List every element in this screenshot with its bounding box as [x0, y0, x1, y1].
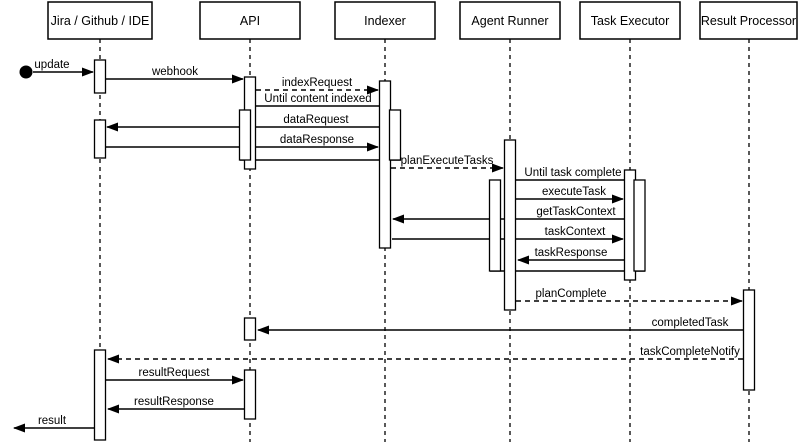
message-label-dataResponse: dataResponse: [280, 134, 354, 146]
actor-label-api: API: [240, 14, 260, 28]
message-update-arrowhead: [82, 67, 94, 77]
message-resultRequest-arrowhead: [232, 375, 244, 385]
actor-box-jira: [47, 1, 153, 40]
activation-bar-jira: [93, 349, 107, 441]
actor-label-result: Result Processor: [701, 14, 796, 28]
actor-label-task: Task Executor: [591, 14, 670, 28]
actor-box-task: [579, 1, 681, 40]
activation-bar-api: [243, 317, 257, 341]
message-label-indexRequest: indexRequest: [282, 77, 353, 89]
activation-bar-nested-api: [238, 109, 252, 161]
message-dataResponse-arrowhead: [367, 142, 379, 152]
message-executeTask-arrowhead: [612, 194, 624, 204]
message-taskCompleteNotify-arrowhead: [107, 354, 119, 364]
message-getTaskContext-arrowhead: [392, 214, 404, 224]
activation-bar-nested-agent: [488, 179, 502, 272]
message-label-taskResponse: taskResponse: [535, 247, 608, 259]
message-resultResponse-arrowhead: [107, 404, 119, 414]
loop-label: Until content indexed: [264, 93, 371, 105]
start-node-icon: [19, 65, 33, 79]
message-indexRequest-arrowhead: [367, 85, 379, 95]
message-taskContext-arrowhead: [612, 234, 624, 244]
message-planComplete-arrowhead: [731, 296, 743, 306]
actor-box-agent: [459, 1, 561, 40]
activations-layer: [93, 59, 756, 441]
message-completedTask-arrowhead: [257, 325, 269, 335]
message-label-completedTask: completedTask: [652, 317, 729, 329]
message-label-planComplete: planComplete: [536, 288, 607, 300]
activation-bar-agent: [503, 139, 517, 311]
message-label-taskCompleteNotify: taskCompleteNotify: [640, 346, 740, 358]
message-label-webhook: webhook: [151, 66, 198, 78]
activation-bar-indexer: [378, 80, 392, 249]
actor-box-result: [699, 1, 798, 40]
message-result-arrowhead: [13, 423, 25, 433]
lifelines-layer: [99, 39, 750, 442]
activation-bar-nested-indexer: [388, 109, 402, 161]
message-webhook-arrowhead: [232, 74, 244, 84]
message-planExecuteTasks-arrowhead: [492, 163, 504, 173]
activation-bar-nested-task: [633, 179, 646, 272]
message-label-resultResponse: resultResponse: [134, 396, 214, 408]
actor-label-agent: Agent Runner: [471, 14, 548, 28]
activation-bar-api: [243, 369, 257, 420]
activation-bar-result: [742, 289, 756, 391]
actor-box-api: [199, 1, 301, 40]
message-label-planExecuteTasks: planExecuteTasks: [401, 155, 494, 167]
actors-layer: Jira / Github / IDE API Indexer Agent Runne…: [47, 1, 798, 40]
message-label-result: result: [38, 415, 67, 427]
activation-bar-jira: [93, 119, 107, 159]
message-label-resultRequest: resultRequest: [139, 367, 211, 379]
message-label-taskContext: taskContext: [545, 226, 607, 238]
message-label-dataRequest: dataRequest: [283, 114, 349, 126]
message-dataRequest-arrowhead: [106, 122, 118, 132]
message-label-update: update: [34, 59, 69, 71]
labels-layer: update webhook indexRequest dataRequest data…: [34, 59, 740, 427]
message-label-executeTask: executeTask: [542, 186, 606, 198]
loop-label: Until task complete: [524, 167, 621, 179]
actor-label-indexer: Indexer: [364, 14, 406, 28]
actor-label-jira: Jira / Github / IDE: [51, 14, 150, 28]
activation-bar-jira: [93, 59, 107, 94]
message-taskResponse-arrowhead: [517, 255, 529, 265]
message-label-getTaskContext: getTaskContext: [536, 206, 616, 218]
actor-box-indexer: [334, 1, 436, 40]
